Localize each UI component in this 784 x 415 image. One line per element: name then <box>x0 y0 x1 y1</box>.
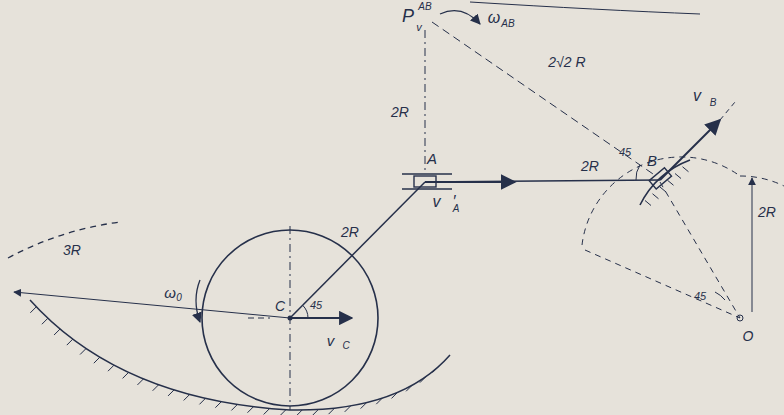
rotation-arrow <box>440 11 480 24</box>
ground-hatch <box>247 407 253 413</box>
dimension-label: 2R <box>758 205 776 219</box>
ground-hatch <box>361 403 367 409</box>
ground-hatch <box>312 409 318 415</box>
superscript: AB <box>418 2 431 12</box>
ground-hatch <box>231 404 237 410</box>
ground-hatch <box>345 406 351 412</box>
instant-center-line <box>432 22 656 176</box>
ground-hatch <box>153 385 159 391</box>
ground-hatch <box>123 372 129 378</box>
ground-hatch <box>329 408 335 414</box>
ground-hatch <box>54 329 60 335</box>
velocity-label: v⃗′ <box>433 194 456 210</box>
ground-hatch <box>80 349 86 355</box>
ground-hatch <box>168 390 174 396</box>
rod-ab <box>425 180 660 182</box>
ground-hatch <box>137 379 143 385</box>
point-label: B <box>647 153 657 168</box>
velocity-arrow <box>290 317 352 319</box>
ground-hatch <box>215 402 221 408</box>
ground-hatch <box>420 377 426 383</box>
point-label: C <box>275 299 285 313</box>
ground-hatch <box>30 307 36 313</box>
dimension-label: 2R <box>341 225 359 239</box>
guide-hatch <box>660 187 666 192</box>
ground-hatch <box>108 365 114 371</box>
subscript: C <box>342 341 349 351</box>
angle-label: 45 <box>619 147 631 158</box>
subscript: 0 <box>176 293 182 303</box>
guide-hatch <box>683 167 689 172</box>
velocity-arrow <box>425 181 515 183</box>
circle-path <box>740 176 784 186</box>
subscript: v <box>416 22 422 33</box>
dimension-label: 2R <box>391 105 409 119</box>
velocity-direction <box>720 102 735 120</box>
guide-hatch <box>668 180 674 185</box>
wheel-axis <box>248 318 270 319</box>
dimension-label: 2√2 R <box>548 55 585 69</box>
radius-line <box>585 250 740 318</box>
angle-label: 45 <box>310 300 322 311</box>
instant-center-line <box>425 30 426 172</box>
ground-hatch <box>94 357 100 363</box>
ground-hatch <box>280 410 286 415</box>
guide-hatch <box>645 201 651 206</box>
dimension-line <box>752 178 753 312</box>
pivot-o <box>737 315 743 321</box>
angular-velocity: ω <box>164 285 176 300</box>
ground-hatch <box>406 385 412 391</box>
sketch-line <box>470 2 700 14</box>
subscript: A <box>453 204 460 214</box>
radius-line <box>660 182 740 318</box>
velocity-arrow <box>660 120 720 180</box>
ground-hatch <box>264 408 270 414</box>
slider-rail <box>402 173 452 174</box>
dimension-label: 3R <box>63 243 81 257</box>
ground-hatch <box>67 339 73 345</box>
ground-curve <box>30 300 450 410</box>
radius-arrow <box>14 292 290 318</box>
circle-path <box>582 157 740 245</box>
subscript: AB <box>501 19 514 29</box>
slider-rail <box>402 188 452 189</box>
angle-label: 45 <box>694 291 706 302</box>
center-path <box>8 222 120 258</box>
subscript: B <box>710 98 717 108</box>
rotation-arrow <box>196 280 200 322</box>
angular-velocity: ω <box>488 10 500 26</box>
guide-hatch <box>653 194 659 199</box>
ground-hatch <box>184 394 190 400</box>
point-label: P <box>402 7 414 25</box>
point-label: O <box>743 329 754 343</box>
ground-hatch <box>433 367 439 373</box>
guide-hatch <box>675 174 681 179</box>
ground-hatch <box>199 398 205 404</box>
point-label: A <box>427 151 437 166</box>
ground-hatch <box>42 318 48 324</box>
angle-arc <box>303 305 308 318</box>
angle-arc <box>715 292 725 300</box>
ground-hatch <box>376 398 382 404</box>
rod-ca <box>290 182 425 318</box>
ground-hatch <box>296 410 302 415</box>
dimension-label: 2R <box>581 159 599 173</box>
ground-hatch <box>391 392 397 398</box>
